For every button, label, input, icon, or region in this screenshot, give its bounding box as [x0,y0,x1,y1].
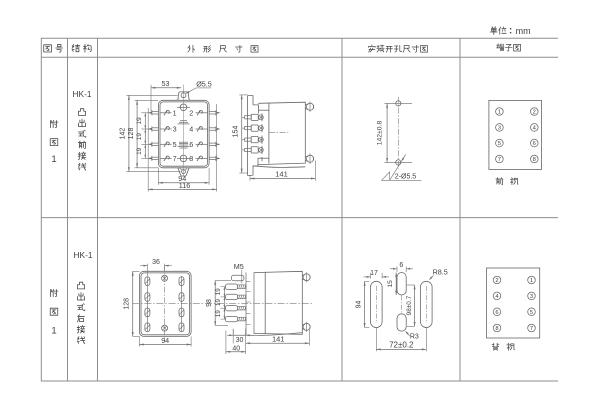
svg-text:4: 4 [533,126,537,132]
svg-text:4: 4 [189,125,193,134]
svg-text:4: 4 [495,294,499,300]
svg-text:5: 5 [530,310,533,316]
svg-text:3: 3 [173,125,177,134]
svg-text:3: 3 [498,126,501,132]
svg-text:154: 154 [232,126,239,138]
svg-text:8: 8 [189,154,193,163]
svg-text:142±0.8: 142±0.8 [377,121,384,146]
svg-text:19: 19 [136,147,143,155]
svg-text:40: 40 [232,345,240,352]
svg-text:Ø5.5: Ø5.5 [196,80,212,89]
svg-text:1: 1 [498,110,501,116]
svg-text:30: 30 [236,337,244,344]
svg-text:36: 36 [152,259,160,266]
svg-text:7: 7 [530,326,533,332]
svg-text:72±0.2: 72±0.2 [389,341,414,350]
svg-text:15: 15 [387,280,394,288]
svg-text:98: 98 [206,299,213,307]
svg-text:2: 2 [495,278,498,284]
svg-text:116: 116 [179,181,190,190]
svg-text:17: 17 [370,270,378,277]
svg-text:1: 1 [51,154,56,165]
svg-text:128: 128 [123,298,130,310]
svg-text:94: 94 [178,174,186,183]
svg-text:6: 6 [399,262,403,269]
svg-text:2-Ø5.5: 2-Ø5.5 [395,174,417,181]
svg-text:19: 19 [215,299,222,306]
svg-text:R3: R3 [410,334,419,341]
svg-text:141: 141 [272,335,285,344]
svg-text:2: 2 [533,110,536,116]
svg-text:1: 1 [530,278,533,284]
svg-text:6: 6 [189,140,193,149]
svg-text:3: 3 [530,294,533,300]
svg-text:19: 19 [215,288,222,295]
svg-text:19: 19 [215,310,222,317]
svg-text:R8.5: R8.5 [433,267,448,276]
svg-text:7: 7 [173,154,177,163]
svg-text:19: 19 [136,117,143,125]
svg-text:6: 6 [495,310,498,316]
svg-text:1: 1 [51,326,56,337]
svg-text:1: 1 [173,108,177,117]
svg-text:8: 8 [533,157,536,163]
svg-text:5: 5 [498,141,501,147]
svg-text:6: 6 [533,141,536,147]
svg-text:19: 19 [136,133,143,141]
svg-text:53: 53 [162,79,170,88]
svg-text:94: 94 [355,301,362,309]
svg-text:5: 5 [173,140,177,149]
svg-text:HK-1: HK-1 [73,89,92,99]
svg-text:M5: M5 [234,262,244,271]
svg-text:128: 128 [128,128,135,140]
svg-text:141: 141 [275,169,288,178]
svg-text:98±0.7: 98±0.7 [406,295,413,315]
svg-text:142: 142 [120,128,127,140]
svg-text:2: 2 [189,108,193,117]
svg-text:7: 7 [498,157,501,163]
svg-text:8: 8 [495,326,498,332]
svg-text:mm: mm [516,26,531,36]
svg-text:94: 94 [161,336,169,345]
svg-text:HK-1: HK-1 [74,250,93,260]
